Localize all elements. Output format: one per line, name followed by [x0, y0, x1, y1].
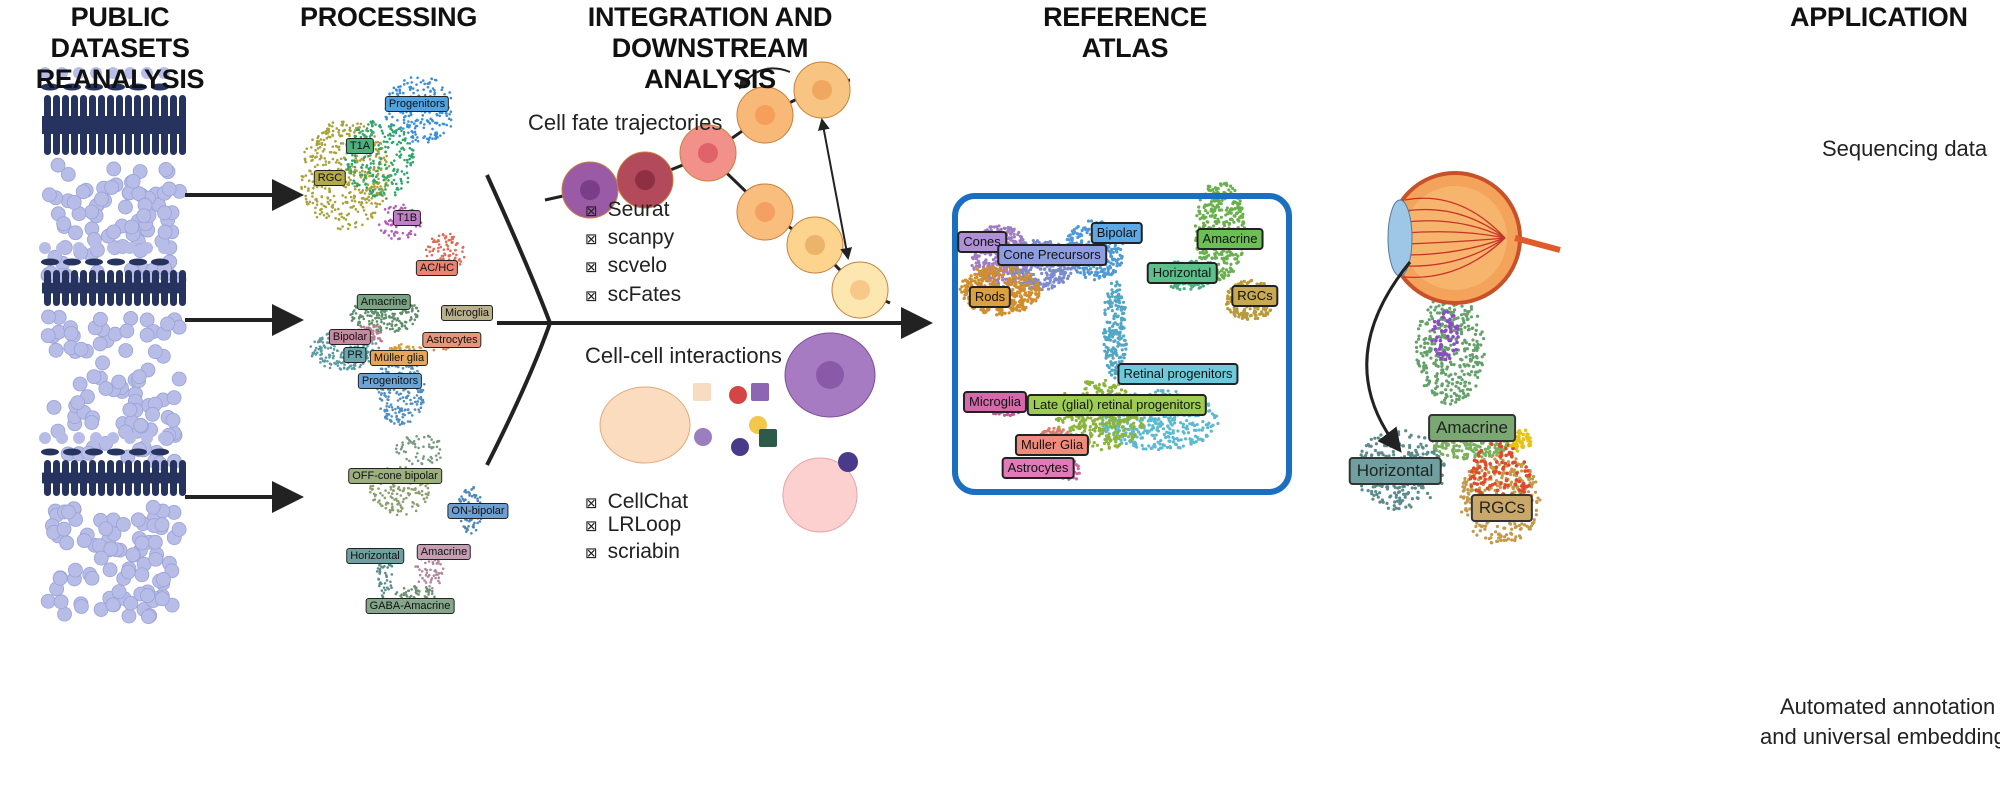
atlas-label-11: Astrocytes: [1001, 457, 1075, 479]
trajectory-tool-item: ⊠ Seurat: [585, 198, 669, 222]
atlas-label-5: Rods: [968, 286, 1012, 308]
umap2-label-1: Microglia: [440, 305, 494, 321]
umap1-label-2: RGC: [313, 170, 347, 186]
umap1-label-4: AC/HC: [415, 260, 459, 276]
trajectory-tool-item: ⊠ scanpy: [585, 226, 674, 250]
app-label-1: Horizontal: [1348, 457, 1442, 485]
header-reference-atlas: REFERENCE ATLAS: [1043, 2, 1207, 63]
caption-line-1: Automated annotation: [1780, 694, 1996, 719]
atlas-label-4: Horizontal: [1146, 262, 1218, 284]
umap3-label-2: Horizontal: [346, 548, 404, 564]
cell-5: [793, 61, 851, 119]
interaction-tool-name: CellChat: [607, 490, 689, 513]
cell-4: [736, 86, 794, 144]
checkbox-icon: ⊠: [585, 287, 598, 305]
cell-receiver-bottom: [782, 457, 858, 533]
cell-7: [786, 216, 844, 274]
retina-tissue-3: [39, 432, 187, 625]
cluster-progenitors-2: [374, 357, 426, 426]
merge-line-bottom: [485, 322, 552, 466]
double-arrow: [817, 118, 853, 260]
trajectory-tool-item: ⊠ scvelo: [585, 254, 667, 278]
cell-sender: [599, 386, 691, 464]
header-processing: PROCESSING: [300, 2, 478, 32]
sequencing-data-label: Sequencing data: [1822, 136, 1988, 161]
interactions-title: Cell-cell interactions: [585, 343, 782, 368]
interaction-tool-name: scriabin: [607, 540, 680, 563]
trajectories-title: Cell fate trajectories: [528, 110, 723, 135]
interaction-tool-item: ⊠ CellChat: [585, 490, 688, 514]
app-top: [1414, 294, 1486, 406]
cell-2: [616, 151, 674, 209]
umap3-label-0: OFF-cone bipolar: [348, 468, 442, 484]
retina-tissue-icons: [39, 67, 187, 625]
checkbox-icon: ⊠: [585, 202, 598, 220]
ligand-5: [731, 438, 749, 456]
interaction-illustration: [599, 332, 876, 533]
umap2-label-2: Bipolar: [328, 329, 372, 345]
loop-arrow: [738, 67, 791, 90]
umap1-label-0: Progenitors: [384, 96, 450, 112]
cell-1: [561, 161, 619, 219]
atlas-label-3: Amacrine: [1196, 228, 1264, 250]
ligand-1: [693, 383, 711, 401]
trajectory-tool-name: scFates: [607, 283, 682, 306]
atlas-label-2: Bipolar: [1090, 222, 1144, 244]
trajectory-tool-name: Seurat: [607, 198, 670, 221]
ligand-dot: [838, 452, 858, 472]
ligand-2: [729, 386, 747, 404]
eye-icon: [1387, 171, 1561, 305]
umap2-label-3: Astrocytes: [422, 332, 482, 348]
cell-8: [831, 261, 889, 319]
checkbox-icon: ⊠: [585, 544, 598, 562]
atlas-frame: [952, 193, 1292, 495]
cell-3: [679, 124, 737, 182]
header-application: APPLICATION: [1790, 2, 1968, 32]
atlas-label-8: Microglia: [962, 391, 1028, 413]
umap3-label-4: GABA-Amacrine: [365, 598, 455, 614]
interaction-tool-item: ⊠ scriabin: [585, 540, 680, 564]
trajectory-cells: [544, 61, 891, 319]
checkbox-icon: ⊠: [585, 258, 598, 276]
dataset-arrows: [185, 179, 304, 513]
atlas-label-1: Cone Precursors: [997, 244, 1107, 266]
app-top-purple: [1430, 310, 1460, 362]
umap1-label-1: T1A: [345, 138, 375, 154]
app-label-0: Amacrine: [1428, 414, 1516, 442]
interaction-tool-name: LRLoop: [607, 513, 682, 536]
merge-arrows: [485, 174, 933, 466]
atlas-label-0: Cones: [957, 231, 1007, 253]
caption-line-2: and universal embedding: [1760, 724, 2000, 749]
annotation-arrow: [1365, 261, 1412, 453]
umap3-label-1: ON-bipolar: [447, 503, 509, 519]
atlas-label-10: Muller Glia: [1014, 434, 1090, 456]
umap1-label-3: T1B: [392, 210, 422, 226]
cell-6: [736, 183, 794, 241]
umap2-label-0: Amacrine: [356, 294, 412, 310]
retina-tissue-1: [39, 67, 187, 292]
atlas-label-6: RGCs: [1231, 285, 1279, 307]
ligand-4: [694, 428, 712, 446]
umap3-label-3: Amacrine: [416, 544, 472, 560]
ligand-7: [759, 429, 777, 447]
trajectory-tool-item: ⊠ scFates: [585, 283, 681, 307]
umap2-label-4: PR: [343, 347, 367, 363]
umap2-label-5: Müller glia: [369, 350, 429, 366]
atlas-label-7: Retinal progenitors: [1117, 363, 1239, 385]
checkbox-icon: ⊠: [585, 517, 598, 535]
cluster-misc: [394, 434, 442, 466]
trajectory-tool-name: scanpy: [607, 226, 675, 249]
trajectory-tool-name: scvelo: [607, 254, 668, 277]
ligand-3: [751, 383, 769, 401]
app-label-2: RGCs: [1470, 494, 1534, 522]
atlas-label-9: Late (glial) retinal progenitors: [1026, 394, 1208, 416]
interaction-tool-item: ⊠ LRLoop: [585, 513, 681, 537]
checkbox-icon: ⊠: [585, 230, 598, 248]
checkbox-icon: ⊠: [585, 494, 598, 512]
merge-line-top: [485, 174, 552, 324]
umap2-label-6: Progenitors: [357, 373, 423, 389]
